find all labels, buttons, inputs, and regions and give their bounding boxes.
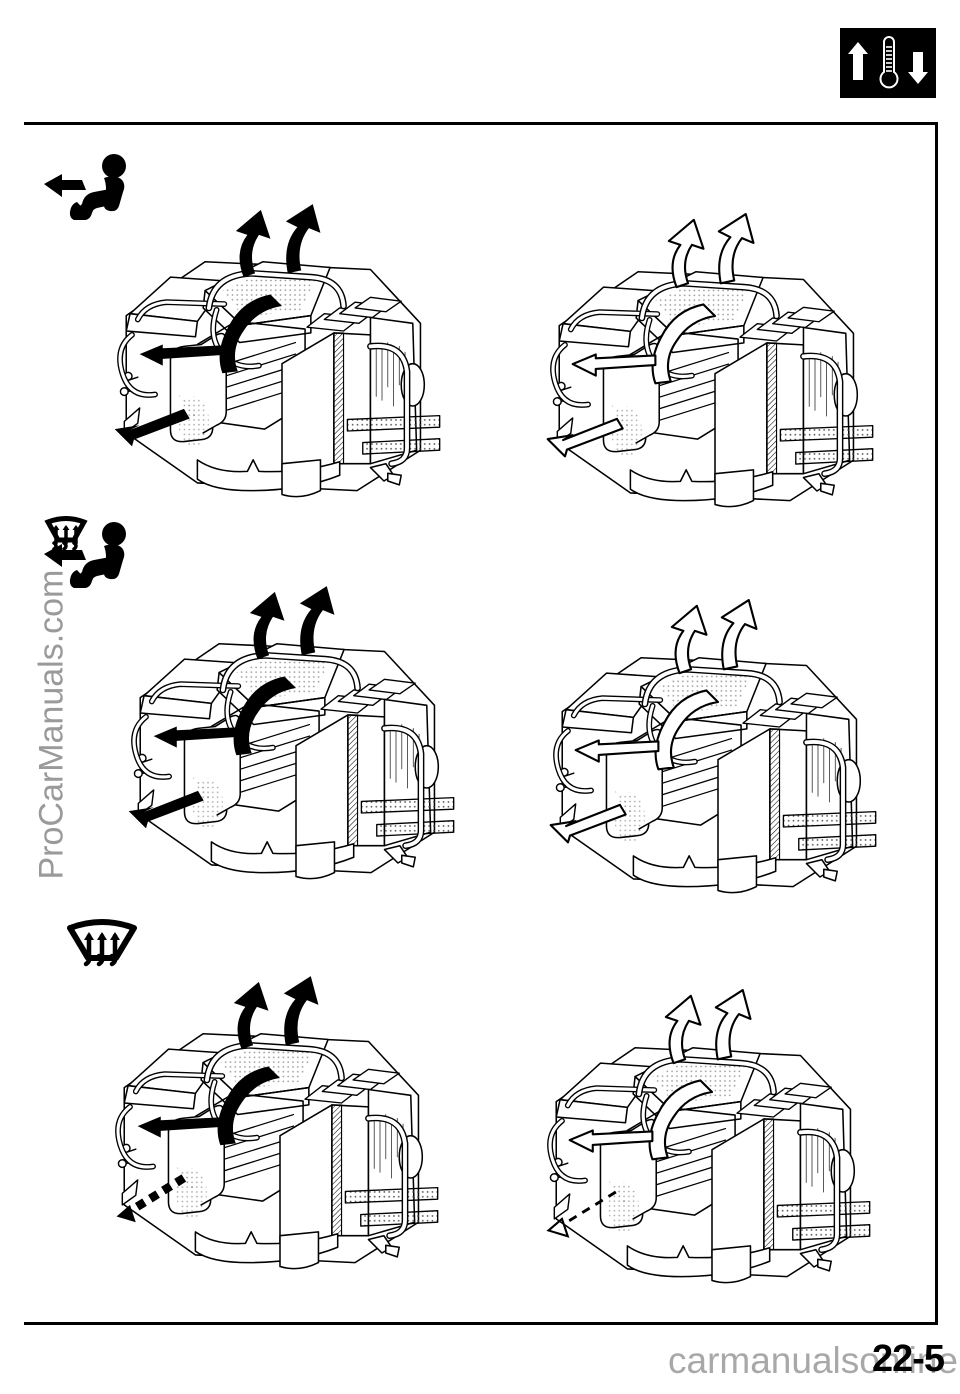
temperature-control-icon bbox=[840, 28, 936, 98]
hvac-unit-defrost-mode-max-cool bbox=[80, 968, 455, 1288]
hvac-unit-vent-mode-max-heat bbox=[515, 206, 890, 526]
defrost-and-seated-person-icon bbox=[42, 512, 138, 588]
seated-person-airflow-icon bbox=[42, 150, 138, 220]
down-arrow-icon bbox=[908, 52, 928, 84]
hvac-unit-defrost-mode-max-heat bbox=[512, 982, 887, 1302]
page-border bbox=[24, 122, 938, 1325]
hvac-unit-defrost-floor-mode-max-heat bbox=[518, 592, 893, 912]
defrost-icon bbox=[44, 516, 88, 551]
page-number: 22-5 bbox=[872, 1338, 945, 1380]
defrost-icon bbox=[64, 916, 140, 970]
thermometer-icon bbox=[879, 36, 899, 89]
up-arrow-icon bbox=[848, 42, 868, 80]
hvac-unit-vent-mode-max-cool bbox=[82, 196, 457, 516]
hvac-unit-defrost-floor-mode-max-cool bbox=[96, 578, 471, 898]
